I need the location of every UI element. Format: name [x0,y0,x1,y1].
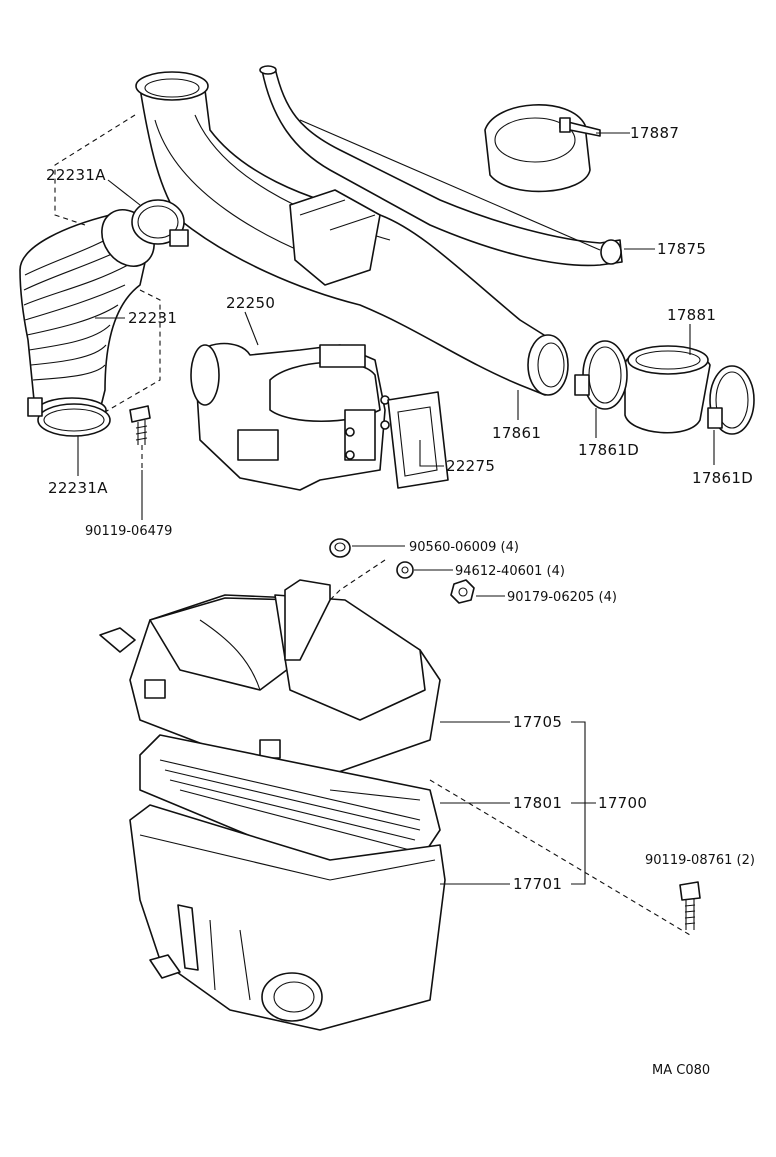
airflow-meter-22250 [190,342,390,491]
callout-17701: 17701 [513,875,562,893]
nut-90179-06205 [450,579,475,604]
callout-22250: 22250 [226,294,275,312]
cleaner-case-17701 [129,804,446,1031]
drawing-code: MA C080 [652,1063,710,1078]
bolt-90119-06479 [129,405,151,445]
callout-90119-08761: 90119-08761 (2) [645,853,755,868]
callout-17887: 17887 [630,124,679,142]
clamp-22231A-top [131,199,189,247]
callout-17801: 17801 [513,794,562,812]
gasket-22275 [387,391,449,489]
callout-22231A-top: 22231A [46,166,106,184]
grommet-90560-06009 [329,538,351,558]
callout-17700: 17700 [598,794,647,812]
callout-17861: 17861 [492,424,541,442]
callout-90119-06479: 90119-06479 [85,524,172,539]
clamp-17861D-right [707,365,755,435]
callout-22275: 22275 [446,457,495,475]
clamp-17861D-mid [574,340,628,410]
callout-17861D-mid: 17861D [578,441,639,459]
cleaner-cap-17705 [99,579,441,776]
filter-element-17801 [139,734,441,866]
washer-94612-40601 [396,561,414,579]
intake-duct-17861 [135,71,569,396]
callout-94612-40601: 94612-40601 (4) [455,564,565,579]
hose-17875 [259,65,623,267]
connector-17881 [624,345,711,434]
callout-17881: 17881 [667,306,716,324]
callout-22231: 22231 [128,309,177,327]
callout-22231A-bottom: 22231A [48,479,108,497]
bolt-90119-08761 [679,881,701,930]
callout-17705: 17705 [513,713,562,731]
callout-90560-06009: 90560-06009 (4) [409,540,519,555]
callout-90179-06205: 90179-06205 (4) [507,590,617,605]
callout-17875: 17875 [657,240,706,258]
clamp-17887 [484,104,601,193]
clamp-22231A-bottom [27,397,111,437]
leader-lines [54,114,715,936]
callout-17861D-right: 17861D [692,469,753,487]
